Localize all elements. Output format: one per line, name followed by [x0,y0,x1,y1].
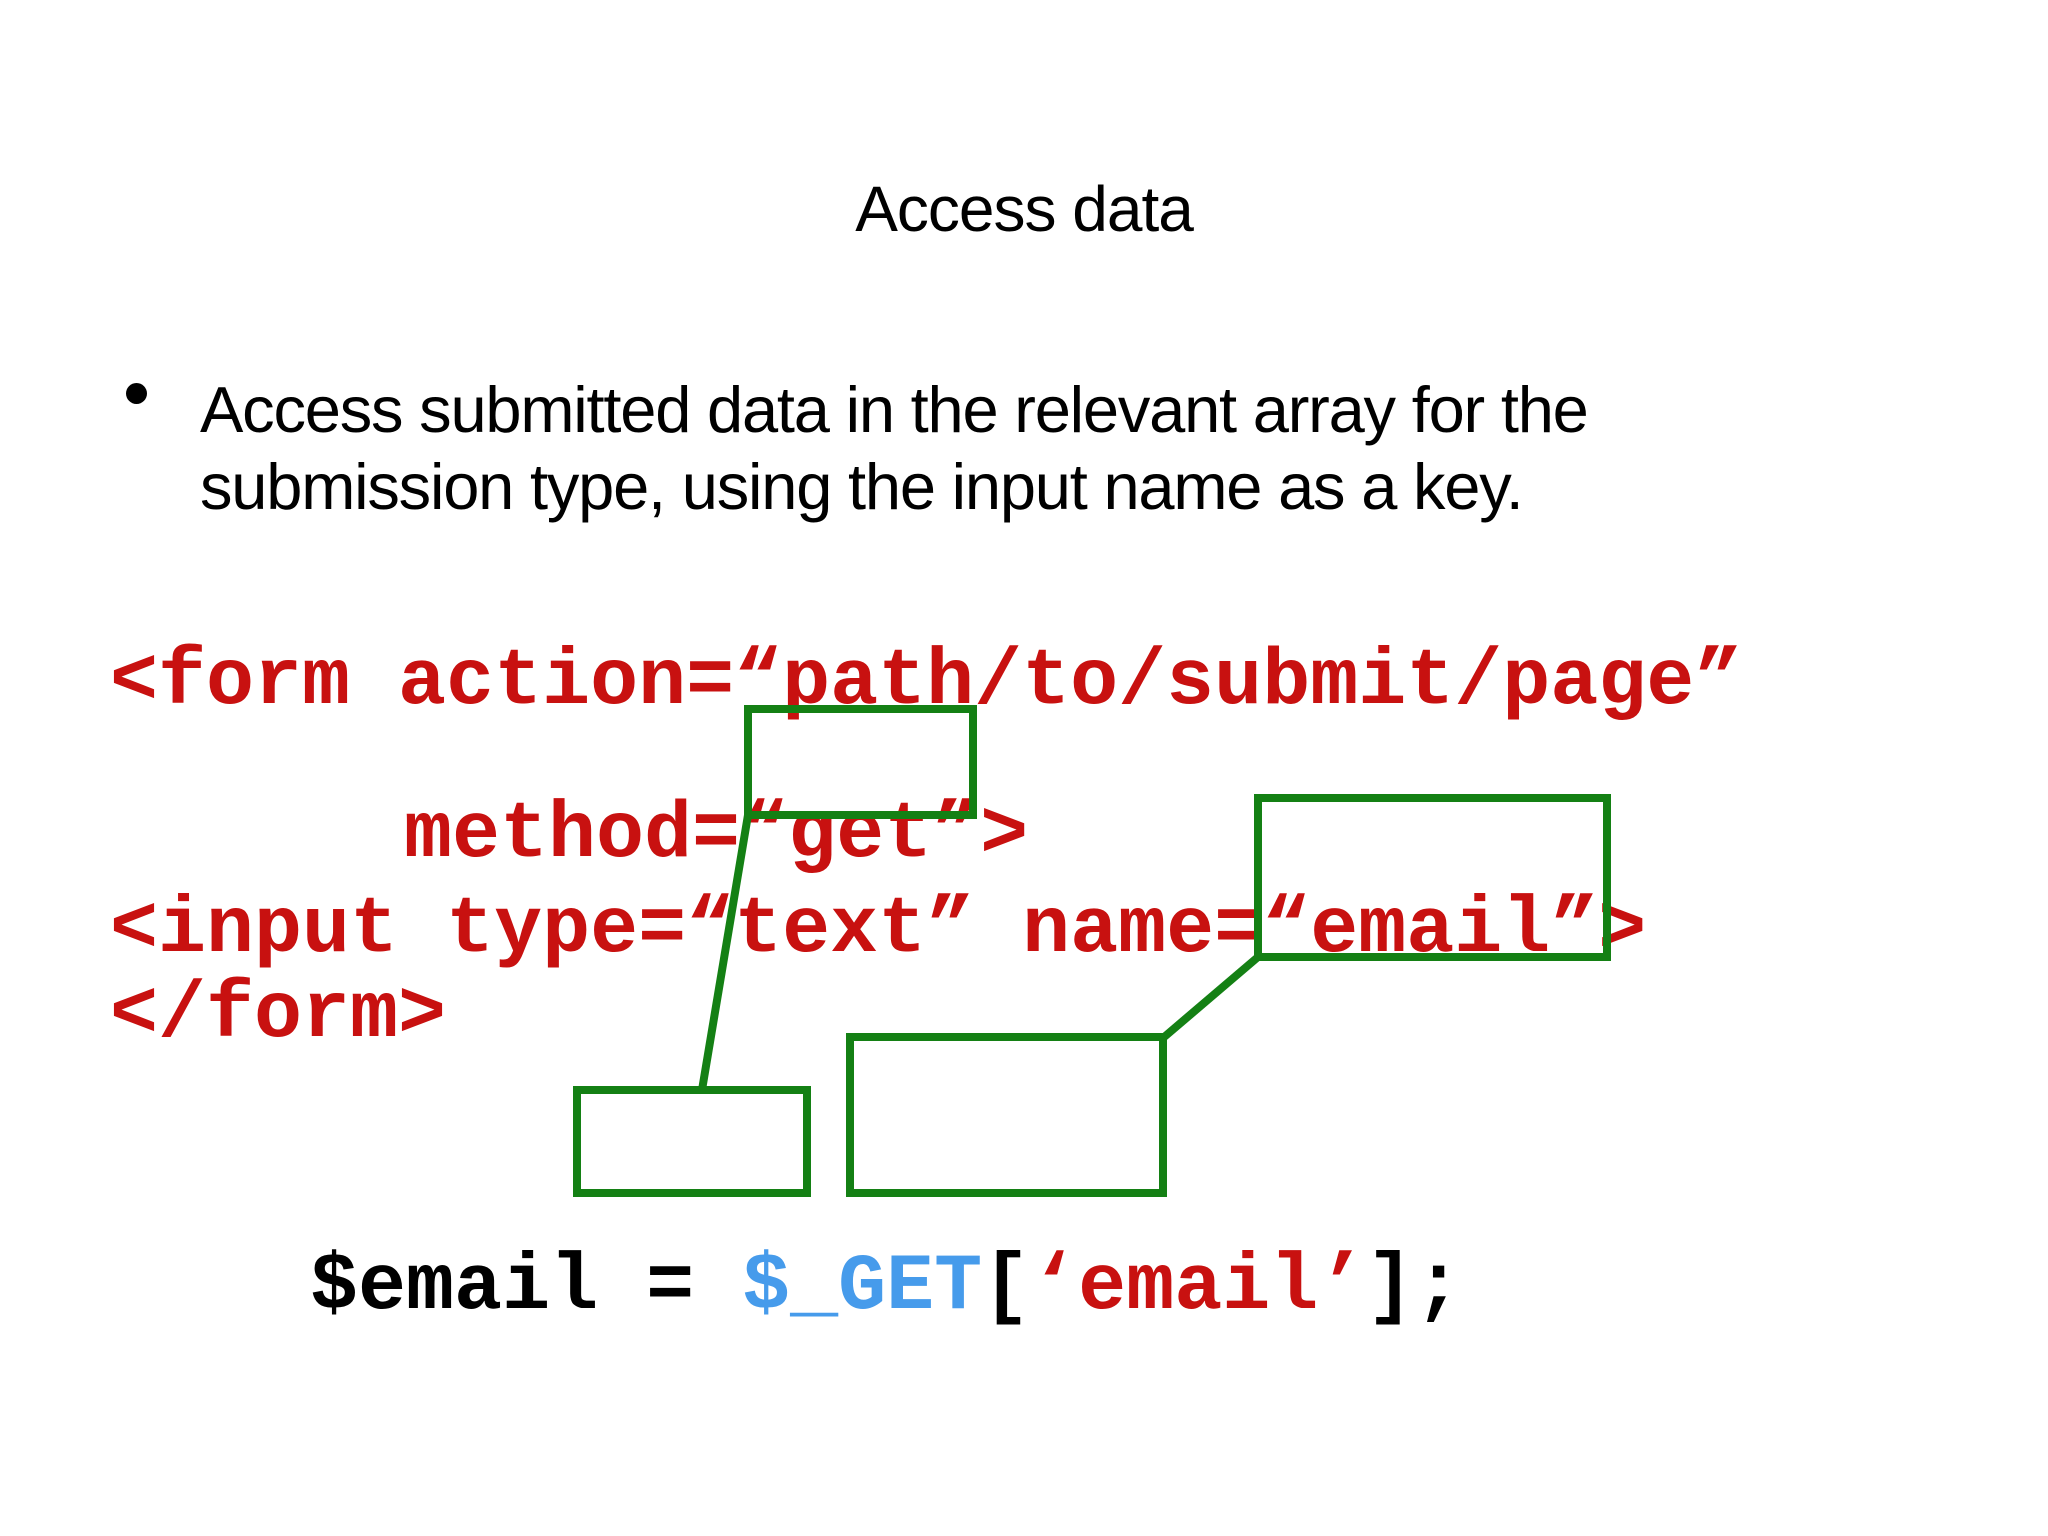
code-line-input: <input type=“text” name=“email”> [110,885,1647,976]
bullet-marker [126,383,147,404]
code-line-form-close: </form> [110,970,447,1061]
code-token-get-array: $_GET [742,1242,983,1333]
slide-title: Access data [855,173,1194,245]
code-line-form-open: <form action=“path/to/submit/page” [110,637,1743,728]
code-token-bracket-close: ]; [1366,1242,1463,1333]
code-line-method: method=“get”> [404,790,1029,881]
bullet-text: Access submitted data in the relevant ar… [200,373,1589,523]
code-token-key: ‘email’ [1030,1242,1367,1333]
code-token-bracket-open: [ [982,1242,1031,1333]
code-token-variable: $email = [310,1242,743,1333]
code-line-assignment: $email = $_GET[‘email’]; [118,1168,1462,1408]
